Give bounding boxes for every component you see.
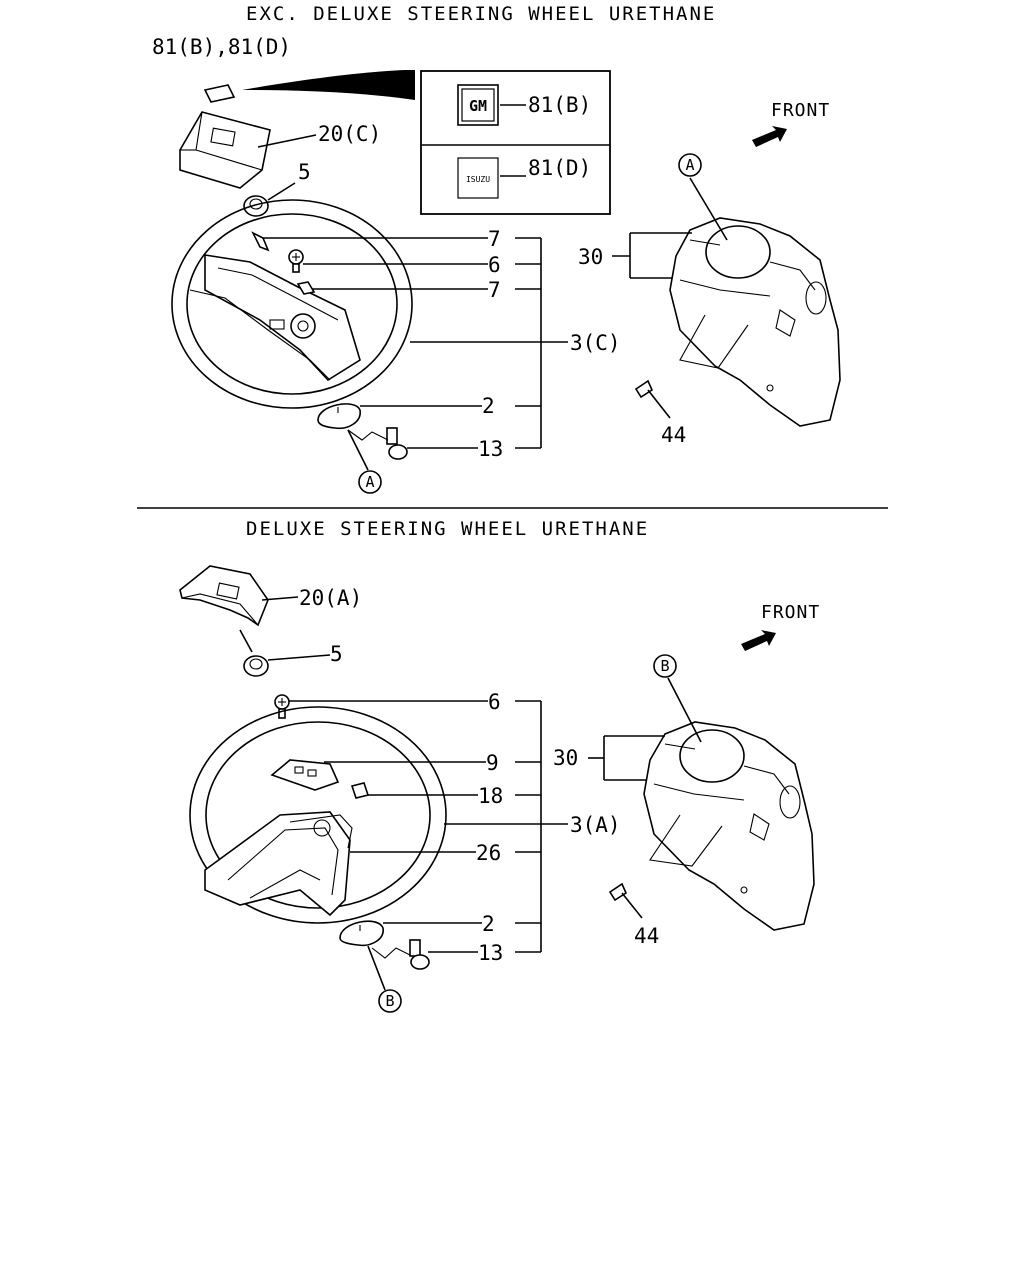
horn-ring-26 <box>289 814 353 849</box>
ref-mark-a-wheel <box>358 470 382 494</box>
switch-plate-9 <box>270 759 340 791</box>
front-arrow-icon <box>752 126 787 147</box>
svg-text:GM: GM <box>469 97 487 115</box>
clip-lower <box>296 281 316 295</box>
section-title-top: EXC. DELUXE STEERING WHEEL URETHANE <box>246 3 716 25</box>
isuzu-emblem: ISUZU <box>457 157 499 199</box>
bolt-13-top <box>386 427 408 460</box>
callout-wheel-a: 3(A) <box>570 813 621 837</box>
callout-clip-18: 18 <box>478 784 503 808</box>
section-deluxe: DELUXE STEERING WHEEL URETHANE 20(A) 5 6 <box>179 518 820 1013</box>
emblem-inset-box: GM 81(B) ISUZU 81(D) <box>420 70 611 215</box>
callout-clip-lower: 7 <box>488 278 501 302</box>
callout-screw-bottom: 6 <box>488 690 501 714</box>
screw-6-bottom <box>274 694 290 719</box>
gm-emblem: GM <box>457 84 499 126</box>
cover-screw-top <box>634 379 654 399</box>
callout-bolt-bottom: 13 <box>478 941 503 965</box>
callout-cover-top: 30 <box>578 245 603 269</box>
callout-ring-top: 2 <box>482 394 495 418</box>
cover-screw-bottom <box>608 882 628 902</box>
section-title-bottom: DELUXE STEERING WHEEL URETHANE <box>246 518 649 540</box>
callout-emblem: 81(B),81(D) <box>152 35 291 59</box>
horn-pad-a <box>179 565 269 627</box>
nut-5-bottom <box>243 655 269 677</box>
callout-wheel-c: 3(C) <box>570 331 621 355</box>
callout-cover-screw-bottom: 44 <box>634 924 659 948</box>
callout-cover-screw-top: 44 <box>661 423 686 447</box>
column-cover-bottom <box>643 721 815 931</box>
clip-upper <box>251 231 270 252</box>
front-label-bottom: FRONT <box>761 602 820 623</box>
ref-mark-b-cover <box>653 654 677 678</box>
column-cover-top <box>669 217 841 427</box>
callout-plate: 9 <box>486 751 499 775</box>
callout-pad-a: 20(A) <box>299 586 362 610</box>
steering-wheel-bottom <box>189 706 447 924</box>
svg-text:A: A <box>365 473 374 491</box>
nut-5-top <box>243 195 269 217</box>
steering-wheel-top <box>171 199 413 409</box>
bolt-13-bottom <box>409 939 430 970</box>
callout-horn-ring: 26 <box>476 841 501 865</box>
emblem-part <box>203 84 236 103</box>
callout-clip-upper: 7 <box>488 227 501 251</box>
horn-pad-c <box>179 111 271 189</box>
ref-mark-b-wheel <box>378 989 402 1013</box>
ref-mark-a-cover <box>678 153 702 177</box>
callout-bolt-top: 13 <box>478 437 503 461</box>
callout-nut-bottom: 5 <box>330 642 343 666</box>
ring-2-bottom <box>339 920 384 947</box>
front-label-top: FRONT <box>771 100 830 121</box>
svg-text:ISUZU: ISUZU <box>466 175 490 184</box>
callout-screw-top: 6 <box>488 253 501 277</box>
callout-ring-bottom: 2 <box>482 912 495 936</box>
svg-text:B: B <box>660 657 669 675</box>
callout-pad-c: 20(C) <box>318 122 381 146</box>
inset-label-gm: 81(B) <box>528 93 591 117</box>
clip-18 <box>350 782 370 799</box>
callout-nut-top: 5 <box>298 160 311 184</box>
callout-cover-bottom: 30 <box>553 746 578 770</box>
inset-label-isuzu: 81(D) <box>528 156 591 180</box>
front-arrow-icon <box>741 630 776 651</box>
screw-6-top <box>288 249 304 273</box>
ring-2-top <box>317 403 361 430</box>
svg-text:B: B <box>385 992 394 1010</box>
section-exc-deluxe: EXC. DELUXE STEERING WHEEL URETHANE 81(B… <box>152 3 841 494</box>
svg-text:A: A <box>685 156 694 174</box>
emblem-pointer-wedge <box>242 70 415 100</box>
